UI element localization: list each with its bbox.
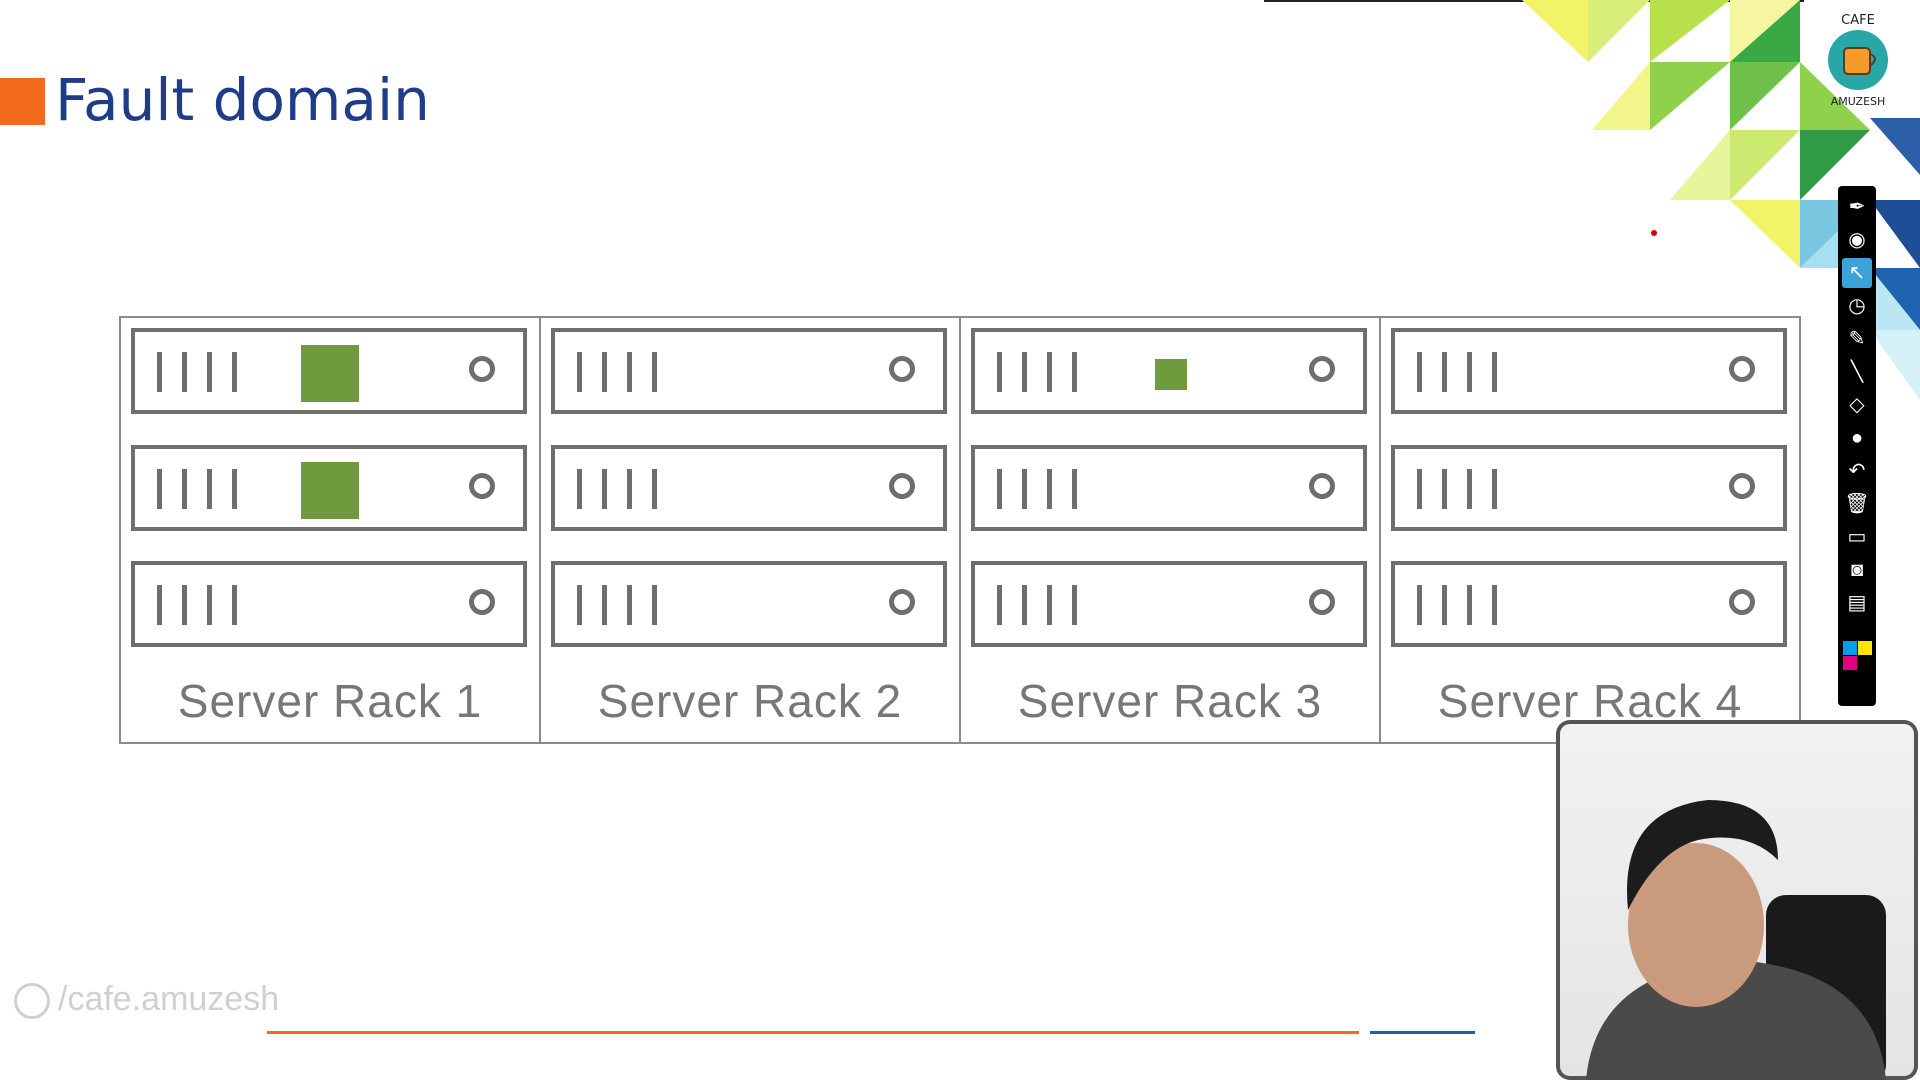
clipboard-icon[interactable]: ▤	[1847, 592, 1867, 614]
drive-bays	[1417, 585, 1497, 625]
dot-icon[interactable]: ●	[1850, 427, 1864, 449]
server-rack: Server Rack 4	[1381, 318, 1799, 742]
highlighter-icon[interactable]: ✎	[1848, 328, 1866, 350]
server-unit	[971, 445, 1367, 531]
power-led-icon	[889, 589, 915, 615]
board-icon[interactable]: ▭	[1847, 526, 1867, 548]
laser-pointer-dot	[1651, 230, 1657, 236]
logo-text-top: CAFE	[1841, 13, 1875, 28]
drive-bays	[157, 469, 237, 509]
eraser-icon[interactable]: ◇	[1849, 394, 1865, 416]
server-unit	[131, 561, 527, 647]
footer-line-orange	[267, 1031, 1359, 1034]
color-swatch[interactable]	[1843, 656, 1857, 670]
rack-label: Server Rack 3	[1017, 675, 1323, 727]
drive-bays	[997, 352, 1077, 392]
server-unit	[1391, 561, 1787, 647]
drive-bays	[997, 469, 1077, 509]
drive-bays	[157, 352, 237, 392]
cursor-icon[interactable]: ↖	[1842, 258, 1872, 288]
server-unit	[971, 561, 1367, 647]
logo-text-bottom: AMUZESH	[1831, 95, 1886, 108]
server-unit	[551, 561, 947, 647]
power-led-icon	[469, 589, 495, 615]
power-led-icon	[469, 473, 495, 499]
rack-label: Server Rack 1	[177, 675, 483, 727]
server-rack: Server Rack 2	[541, 318, 961, 742]
camera-icon[interactable]: ◙	[1850, 559, 1864, 581]
vm-block	[301, 345, 359, 402]
eye-icon[interactable]: ◉	[1848, 229, 1866, 251]
power-led-icon	[1729, 589, 1755, 615]
server-unit	[551, 445, 947, 531]
cafe-amuzesh-logo: CAFE AMUZESH	[1828, 13, 1888, 108]
title-accent-square	[0, 78, 45, 125]
server-rack: Server Rack 1	[121, 318, 541, 742]
color-swatch[interactable]	[1858, 641, 1872, 655]
power-led-icon	[1729, 473, 1755, 499]
presenter-webcam	[1556, 720, 1918, 1080]
drive-bays	[577, 585, 657, 625]
drive-bays	[1417, 469, 1497, 509]
server-rack: Server Rack 3	[961, 318, 1381, 742]
power-led-icon	[469, 356, 495, 382]
power-led-icon	[889, 356, 915, 382]
annotation-toolbar: ✒ ◉ ↖ ◷ ✎ ╲ ◇ ● ↶ 🗑 ▭ ◙ ▤	[1838, 186, 1876, 706]
trash-icon[interactable]: 🗑	[1844, 493, 1870, 515]
server-unit	[1391, 445, 1787, 531]
drive-bays	[997, 585, 1077, 625]
power-led-icon	[1309, 356, 1335, 382]
slide-title: Fault domain	[55, 66, 430, 134]
line-icon[interactable]: ╲	[1850, 361, 1864, 383]
rack-label: Server Rack 4	[1437, 675, 1743, 727]
footer-line-blue	[1370, 1031, 1475, 1034]
stopwatch-icon[interactable]: ◷	[1848, 295, 1866, 317]
power-led-icon	[1729, 356, 1755, 382]
social-handle-text: /cafe.amuzesh	[58, 980, 280, 1018]
color-swatch[interactable]	[1858, 656, 1872, 670]
drive-bays	[157, 585, 237, 625]
server-unit	[131, 445, 527, 531]
power-led-icon	[1309, 473, 1335, 499]
presenter-video-icon	[1586, 800, 1886, 1080]
server-unit	[971, 328, 1367, 414]
server-unit	[131, 328, 527, 414]
vm-block	[301, 462, 359, 519]
server-racks-diagram: Server Rack 1 Server Rack 2 Server Rack 3 S…	[119, 316, 1801, 744]
pen-icon[interactable]: ✒	[1848, 196, 1866, 218]
drive-bays	[577, 469, 657, 509]
vm-block	[1155, 359, 1187, 390]
power-led-icon	[1309, 589, 1335, 615]
server-unit	[1391, 328, 1787, 414]
drive-bays	[577, 352, 657, 392]
server-unit	[551, 328, 947, 414]
undo-icon[interactable]: ↶	[1848, 460, 1866, 482]
color-swatch[interactable]	[1843, 641, 1857, 655]
drive-bays	[1417, 352, 1497, 392]
social-handle-icon	[14, 983, 50, 1020]
social-watermark: /cafe.amuzesh	[14, 980, 280, 1020]
power-led-icon	[889, 473, 915, 499]
rack-label: Server Rack 2	[597, 675, 903, 727]
